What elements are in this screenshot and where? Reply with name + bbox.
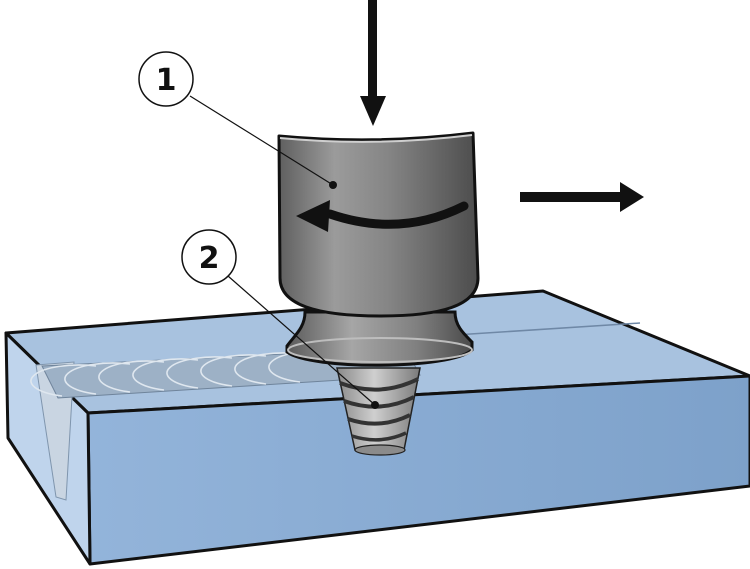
callout-1-circle (138, 51, 194, 107)
callout-2: 2 (181, 229, 379, 409)
callout-2-target-dot (371, 401, 379, 409)
callout-2-circle (181, 229, 237, 285)
down-force-arrow-icon (360, 0, 386, 126)
tool-pin (336, 367, 421, 456)
welding-tool (277, 131, 480, 456)
callout-1-leader (189, 95, 334, 186)
callout-2-leader (227, 275, 376, 406)
joint-seam (454, 322, 641, 336)
callout-1: 1 (138, 51, 337, 189)
weld-ripples (30, 350, 335, 397)
callout-2-label: 2 (199, 241, 220, 276)
shoulder-rim (287, 337, 473, 363)
callout-1-target-dot (329, 181, 337, 189)
travel-direction-arrow-icon (520, 182, 644, 212)
callout-1-label: 1 (156, 63, 177, 98)
rotation-arrow-icon (296, 200, 469, 232)
tool-top-rim (279, 134, 473, 143)
